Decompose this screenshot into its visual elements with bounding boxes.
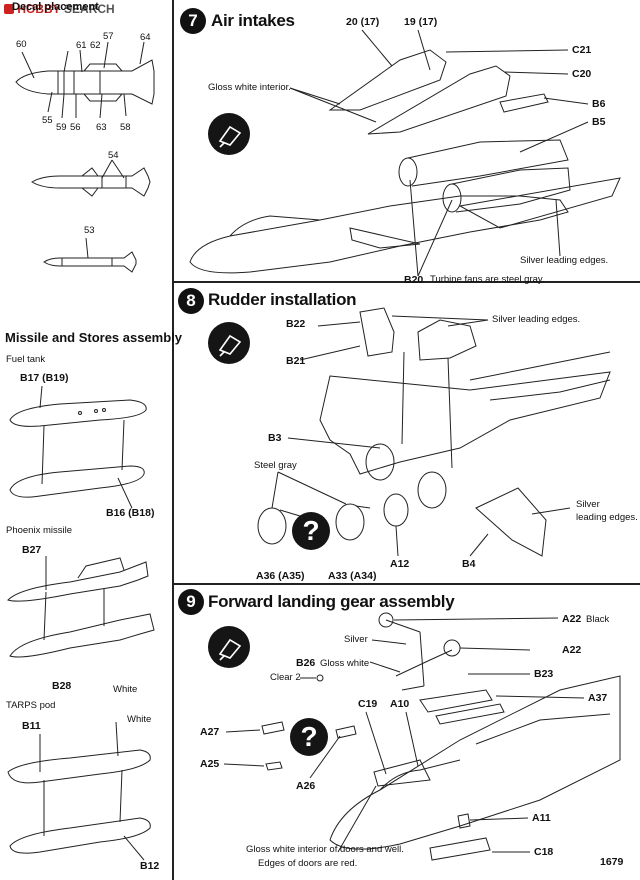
callout-57: 57 — [103, 31, 114, 42]
callout-64: 64 — [140, 32, 151, 43]
part-20-17: 20 (17) — [346, 16, 380, 28]
step-7-drawing — [189, 29, 621, 277]
doors-edges-note: Edges of doors are red. — [258, 858, 358, 869]
part-a33-a34: A33 (A34) — [328, 570, 377, 582]
missile-drawings — [15, 41, 155, 273]
gloss-white-note: Gloss white interior. — [208, 82, 291, 93]
paint-bottle-glyph — [218, 334, 242, 357]
part-b26: B26 — [296, 657, 316, 669]
part-a22: A22 — [562, 644, 582, 656]
paint-bottle-icon — [208, 322, 250, 364]
clear-2-note: Clear 2 — [270, 672, 301, 683]
turbine-note: Turbine fans are steel gray. — [430, 274, 545, 285]
column-divider — [172, 0, 174, 880]
watermark: HOBBY SEARCH — [4, 2, 115, 16]
part-c18: C18 — [534, 846, 554, 858]
part-b5: B5 — [592, 116, 606, 128]
part-a10: A10 — [390, 698, 410, 710]
part-a27: A27 — [200, 726, 220, 738]
part-b6: B6 — [592, 98, 606, 110]
page-number: 1679 — [600, 856, 624, 868]
callout-53: 53 — [84, 225, 95, 236]
silver-edges-note-8: Silver leading edges. — [492, 314, 581, 325]
step-8-drawing — [257, 307, 611, 557]
part-a12: A12 — [390, 558, 410, 570]
part-a36-a35: A36 (A35) — [256, 570, 305, 582]
silver-edges-note: Silver leading edges. — [520, 255, 609, 266]
callout-56: 56 — [70, 122, 81, 133]
paint-bottle-icon — [208, 626, 250, 668]
callout-62: 62 — [90, 40, 101, 51]
paint-bottle-icon — [208, 113, 250, 155]
part-a11: A11 — [532, 812, 551, 824]
part-b4: B4 — [462, 558, 476, 570]
phoenix-title: Phoenix missile — [6, 525, 72, 536]
part-19-17: 19 (17) — [404, 16, 438, 28]
part-a37: A37 — [588, 692, 608, 704]
step-divider-8-9 — [172, 583, 640, 585]
phoenix-bottom-part: B28 — [52, 680, 72, 692]
callout-54: 54 — [108, 150, 119, 161]
watermark-brand: HOBBY — [17, 2, 61, 16]
doors-interior-note: Gloss white interior of doors and well. — [246, 844, 404, 855]
question-mark-icon: ? — [290, 718, 328, 756]
part-b22: B22 — [286, 318, 306, 330]
step-8-title: Rudder installation — [208, 290, 357, 309]
leading-edges-note-stabilizer: leading edges. — [576, 512, 638, 523]
decal-title: Decal placement — [12, 1, 99, 13]
phoenix-paint-note: White — [113, 684, 138, 695]
paint-bottle-glyph — [218, 125, 242, 148]
fuel-tank-bottom-part: B16 (B18) — [106, 507, 155, 519]
step-8-number: 8 — [178, 288, 204, 314]
silver-note-stabilizer: Silver — [576, 499, 600, 510]
part-c21: C21 — [572, 44, 592, 56]
watermark-icon — [4, 4, 14, 14]
phoenix-top-part: B27 — [22, 544, 42, 556]
fuel-tank-top-part: B17 (B19) — [20, 372, 69, 384]
watermark-word: SEARCH — [64, 2, 115, 16]
step-7-title: Air intakes — [211, 11, 295, 30]
paint-bottle-glyph — [218, 638, 242, 661]
black-note: Black — [586, 614, 610, 625]
gloss-white-note-9: Gloss white — [320, 658, 370, 669]
callout-58: 58 — [120, 122, 131, 133]
part-a26: A26 — [296, 780, 316, 792]
step-divider-7-8 — [172, 281, 640, 283]
stores-title: Missile and Stores assembly — [5, 330, 183, 345]
tarps-top-part: B11 — [22, 720, 41, 732]
callout-63: 63 — [96, 122, 107, 133]
part-a25: A25 — [200, 758, 220, 770]
part-a22-black: A22 — [562, 613, 582, 625]
callout-60: 60 — [16, 39, 27, 50]
silver-note-9: Silver — [344, 634, 368, 645]
part-c20: C20 — [572, 68, 592, 80]
part-b20: B20 — [404, 274, 424, 286]
step-9-title: Forward landing gear assembly — [208, 592, 455, 611]
tarps-bottom-part: B12 — [140, 860, 160, 872]
part-b21: B21 — [286, 355, 306, 367]
part-b23: B23 — [534, 668, 554, 680]
callout-59: 59 — [56, 122, 67, 133]
part-c19: C19 — [358, 698, 378, 710]
question-mark-icon: ? — [292, 512, 330, 550]
callout-61: 61 — [76, 40, 87, 51]
tarps-title: TARPS pod — [6, 700, 56, 711]
step-7-number: 7 — [180, 8, 206, 34]
callout-55: 55 — [42, 115, 53, 126]
step-9-number: 9 — [178, 589, 204, 615]
tarps-paint-note: White — [127, 714, 152, 725]
stores-drawings — [7, 385, 155, 861]
part-b3: B3 — [268, 432, 282, 444]
fuel-tank-title: Fuel tank — [6, 354, 46, 365]
steel-gray-note: Steel gray — [254, 460, 297, 471]
